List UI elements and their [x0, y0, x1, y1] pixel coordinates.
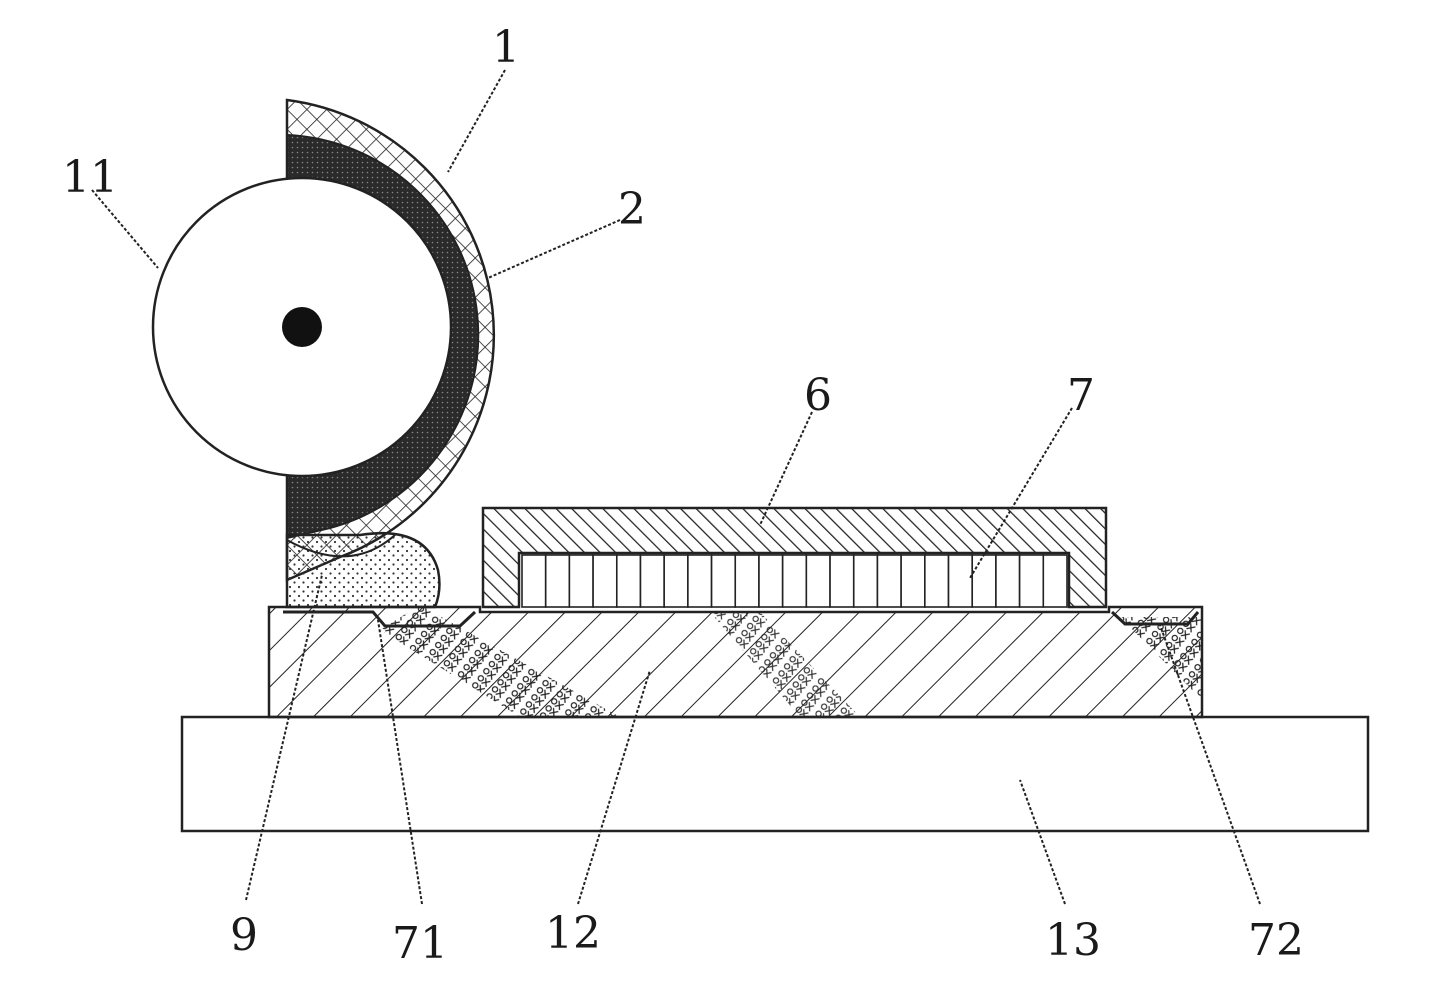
leader-1 — [448, 70, 505, 172]
cell-segment — [925, 555, 949, 607]
roller-axle — [282, 307, 322, 347]
cell-segment — [640, 555, 664, 607]
cell-segment — [972, 555, 996, 607]
cell-segment — [901, 555, 925, 607]
cell-segment — [593, 555, 617, 607]
label-11: 11 — [62, 152, 118, 203]
label-12: 12 — [545, 908, 601, 959]
label-71: 71 — [392, 918, 448, 969]
cell-segment — [996, 555, 1020, 607]
cell-segment — [735, 555, 759, 607]
cell-segment — [664, 555, 688, 607]
cell-segment — [759, 555, 783, 607]
cell-segment — [877, 555, 901, 607]
cell-segment — [949, 555, 973, 607]
cell-segment — [712, 555, 736, 607]
label-6: 6 — [804, 370, 832, 421]
cell-segment — [830, 555, 854, 607]
cell-segment — [688, 555, 712, 607]
label-1: 1 — [492, 22, 520, 73]
label-9: 9 — [230, 910, 258, 961]
cell-segment — [1020, 555, 1044, 607]
label-72: 72 — [1248, 915, 1304, 966]
cell-segment — [806, 555, 830, 607]
leader-2 — [488, 220, 620, 278]
cell-segment — [569, 555, 593, 607]
cell-segment — [783, 555, 807, 607]
cell-segment — [522, 555, 546, 607]
label-2: 2 — [618, 184, 646, 235]
cell-segment — [546, 555, 570, 607]
substrate-13 — [182, 717, 1368, 831]
cell-segment — [617, 555, 641, 607]
cell-segment — [1043, 555, 1067, 607]
cell-array-7 — [522, 555, 1067, 607]
filler-region-9 — [287, 533, 439, 607]
cell-segment — [854, 555, 878, 607]
label-13: 13 — [1045, 915, 1101, 966]
label-7: 7 — [1067, 370, 1095, 421]
